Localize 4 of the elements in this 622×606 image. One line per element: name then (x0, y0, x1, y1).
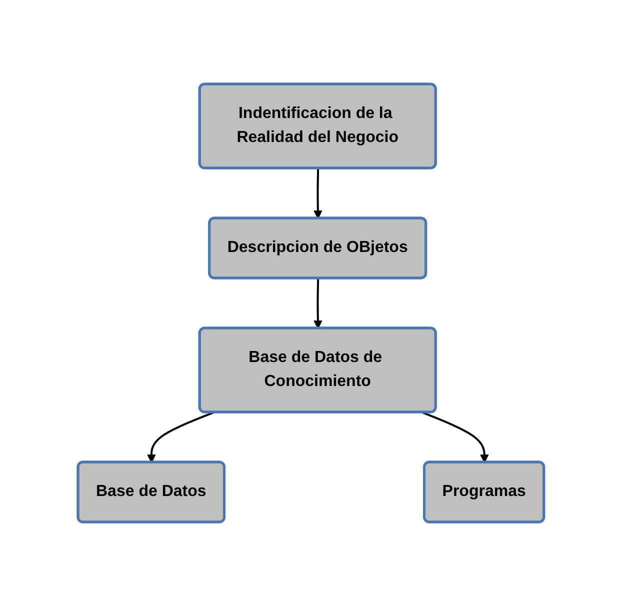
arrow (314, 168, 322, 219)
arrow (422, 412, 489, 463)
arrow (314, 278, 322, 329)
arrow (147, 412, 214, 463)
